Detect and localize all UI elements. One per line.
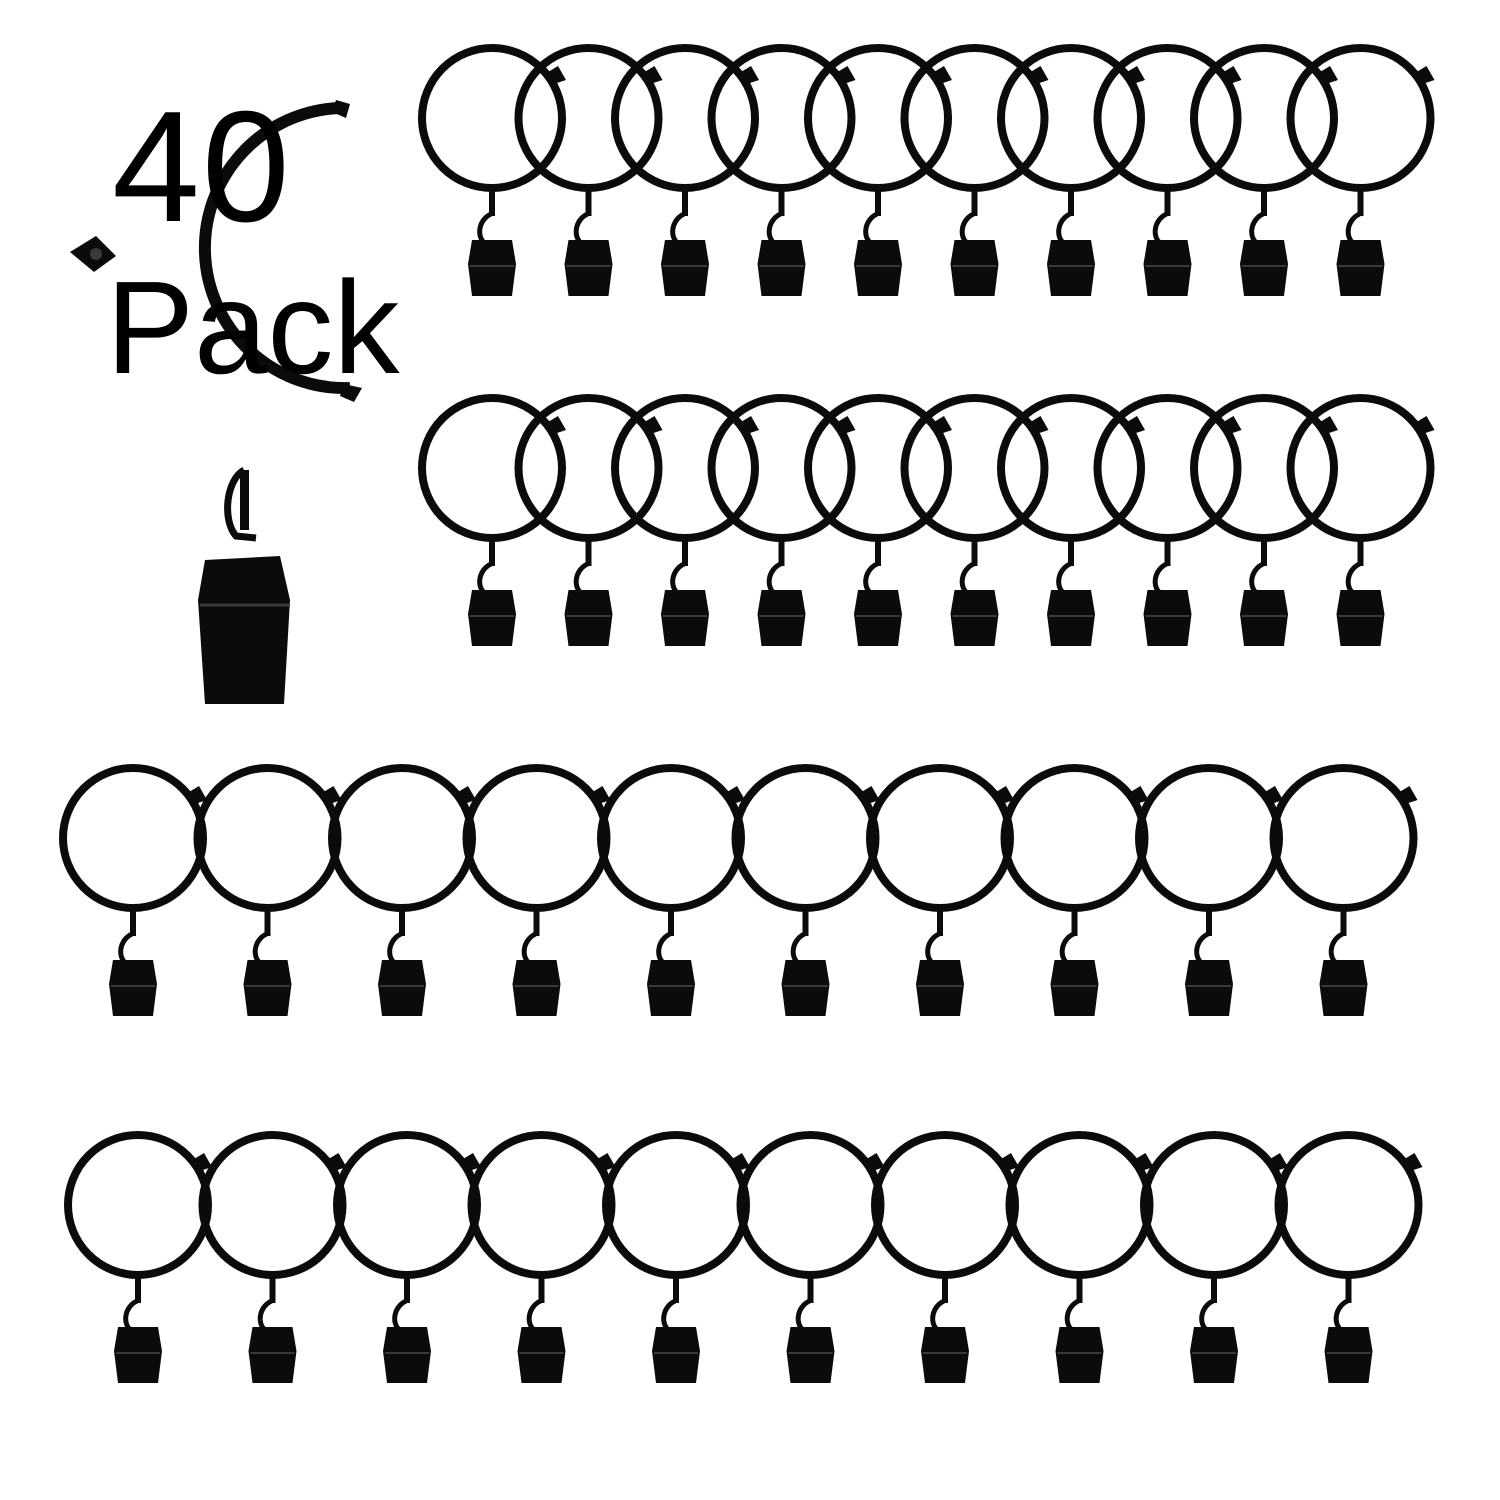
row-2 (422, 398, 1435, 646)
ring-with-clip-icon (472, 1135, 616, 1383)
ring-with-clip-icon (606, 1135, 750, 1383)
ring-with-clip-icon (63, 768, 207, 1016)
pack-label: Pack (106, 254, 400, 401)
ring-with-clip-icon (203, 1135, 347, 1383)
ring-with-clip-icon (875, 1135, 1019, 1383)
ring-with-clip-icon (1139, 768, 1283, 1016)
row-4 (68, 1135, 1423, 1383)
ring-with-clip-icon (601, 768, 745, 1016)
ring-with-clip-icon (332, 768, 476, 1016)
ring-with-clip-icon (198, 768, 342, 1016)
ring-with-clip-icon (870, 768, 1014, 1016)
ring-with-clip-icon (741, 1135, 885, 1383)
ring-with-clip-icon (1274, 768, 1418, 1016)
ring-with-clip-icon (68, 1135, 212, 1383)
ring-with-clip-icon (467, 768, 611, 1016)
row-1 (422, 48, 1435, 296)
pack-count: 40 (112, 79, 292, 255)
ring-with-clip-icon (1144, 1135, 1288, 1383)
ring-with-clip-icon (1291, 48, 1435, 296)
ring-with-clip-icon (337, 1135, 481, 1383)
ring-with-clip-icon (736, 768, 880, 1016)
ring-with-clip-icon (1005, 768, 1149, 1016)
ring-with-clip-icon (1010, 1135, 1154, 1383)
row-3 (63, 768, 1418, 1016)
ring-with-clip-icon (1279, 1135, 1423, 1383)
ring-with-clip-icon (1291, 398, 1435, 646)
